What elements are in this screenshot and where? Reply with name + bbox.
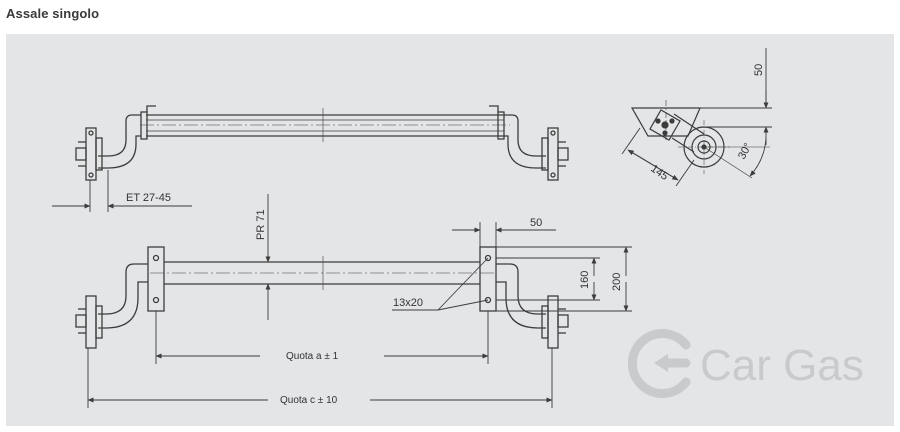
quota-a-label: Quota a ± 1 (286, 351, 339, 362)
dim-160-200 (496, 246, 632, 312)
bolt-leader (392, 257, 489, 311)
et-label: ET 27-45 (126, 192, 171, 204)
section-title: Assale singolo (6, 6, 100, 21)
dim-145-label: 145 (648, 163, 670, 183)
dim-160-label: 160 (579, 271, 591, 289)
drawing-panel (6, 34, 894, 426)
et-dimension (52, 170, 192, 212)
side-view (630, 100, 730, 174)
cargas-logo: Car Gas (627, 329, 864, 398)
pr-label: PR 71 (255, 209, 267, 240)
bolt-label: 13x20 (393, 297, 423, 309)
bottom-axle-view (75, 246, 569, 349)
dim-quota-c (87, 348, 553, 408)
top-axle-view (75, 105, 569, 181)
dim-50-horizontal (452, 222, 556, 247)
dim-50-side-label: 50 (530, 217, 542, 229)
quota-c-label: Quota c ± 10 (280, 395, 338, 406)
dim-30-angle (703, 137, 770, 179)
dim-quota-a (155, 311, 489, 364)
cargas-logo-text: Car Gas (700, 341, 864, 390)
dim-50-top-label: 50 (753, 64, 765, 76)
cargas-logo-arrow (654, 354, 668, 372)
dim-50-vertical (700, 48, 772, 145)
dim-30deg-label: 30° (736, 141, 754, 161)
dim-200-label: 200 (611, 273, 623, 291)
dim-145 (621, 127, 695, 187)
